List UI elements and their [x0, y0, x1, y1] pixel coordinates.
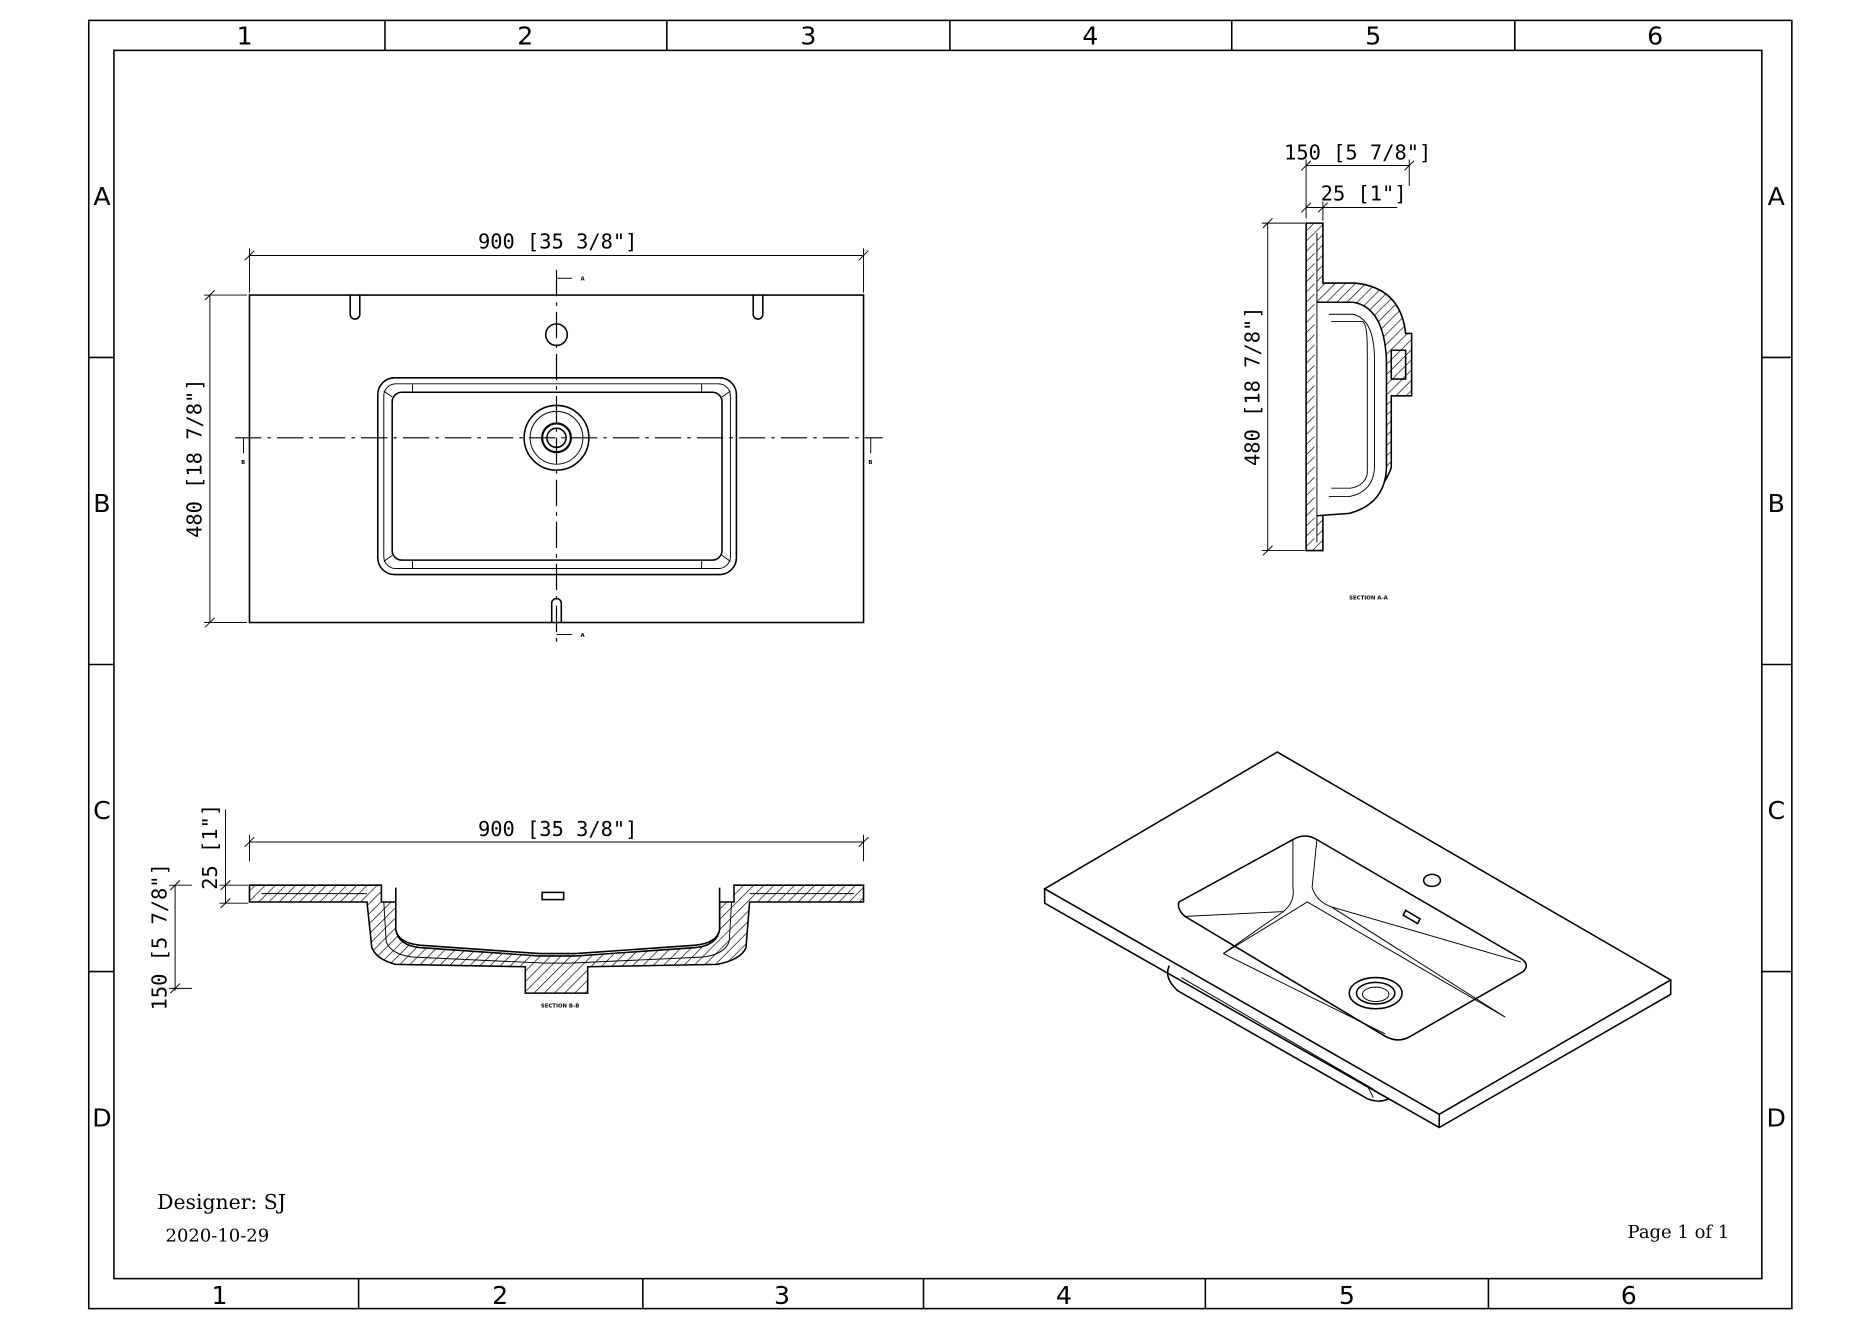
top-view-depth-label: 480 [18 7/8"]: [182, 378, 206, 537]
iso-drain: [1348, 976, 1403, 1010]
zone-col-1-top: 1: [237, 21, 253, 50]
section-bb-overall-height-dimension: 150 [5 7/8"]: [148, 863, 192, 1010]
top-view-depth-dimension: 480 [18 7/8"]: [182, 289, 248, 628]
section-a-marker-bottom: A: [556, 633, 585, 639]
basin-floor: [391, 391, 723, 561]
isometric-view: [1043, 751, 1673, 1129]
zone-row-b-left: B: [93, 489, 110, 518]
section-bb-width-dimension: 900 [35 3/8"]: [244, 817, 869, 862]
section-b-left-label: B: [241, 460, 245, 466]
zone-col-4-top: 4: [1082, 21, 1098, 50]
mounting-slot-right: [752, 295, 764, 320]
zone-labels-right: A B C D: [1767, 182, 1786, 1132]
section-bb-basin-cavity: [395, 887, 720, 954]
zone-col-5-top: 5: [1365, 21, 1381, 50]
zone-row-c-left: C: [93, 796, 111, 825]
section-aa-deck-thickness-label: 25 [1"]: [1321, 181, 1407, 205]
section-bb-width-label: 900 [35 3/8"]: [478, 817, 637, 841]
top-view-width-label: 900 [35 3/8"]: [478, 229, 637, 253]
zone-col-5-bottom: 5: [1339, 1281, 1355, 1310]
zone-row-b-right: B: [1768, 489, 1785, 518]
top-view-width-dimension: 900 [35 3/8"]: [244, 229, 869, 293]
zone-row-a-left: A: [93, 182, 111, 211]
section-aa-label: SECTION A-A: [1349, 596, 1388, 602]
iso-faucet-hole: [1422, 873, 1442, 888]
iso-basin-rim: [1177, 835, 1528, 1041]
section-aa-overall-height-label: 150 [5 7/8"]: [1284, 141, 1431, 165]
section-bb-deck-thickness-dimension: 25 [1"]: [198, 804, 249, 909]
section-a-a-view: 150 [5 7/8"] 25 [1"] 480 [18 7/8"] S: [1240, 141, 1431, 602]
section-bb-label: SECTION B-B: [541, 1004, 580, 1010]
section-aa-cavity: [1314, 232, 1387, 543]
section-b-b-view: 900 [35 3/8"] 25 [1"] 150 [5 7/8"]: [148, 804, 869, 1010]
section-aa-deck-thickness-dimension: 25 [1"]: [1300, 181, 1407, 221]
iso-deck-edge: [1043, 888, 1672, 1129]
drawing-frame: [87, 19, 1793, 1310]
section-aa-drain-stub: [1390, 349, 1407, 380]
zone-col-6-bottom: 6: [1621, 1281, 1637, 1310]
iso-basin-inner-walls: [1223, 901, 1506, 1018]
section-aa-overall-height-dimension: 150 [5 7/8"]: [1284, 141, 1431, 219]
zone-col-1-bottom: 1: [211, 1281, 227, 1310]
date-label: 2020-10-29: [166, 1225, 270, 1246]
designer-label: Designer: SJ: [157, 1190, 286, 1214]
page-number: Page 1 of 1: [1628, 1222, 1730, 1243]
section-bb-profile: [248, 884, 865, 994]
zone-labels-top: 1 2 3 4 5 6: [237, 21, 1663, 50]
zone-labels-left: A B C D: [92, 182, 111, 1132]
section-bb-overall-height-label: 150 [5 7/8"]: [148, 863, 172, 1010]
top-view: 900 [35 3/8"] 480 [18 7/8"]: [182, 229, 883, 648]
zone-col-2-bottom: 2: [492, 1281, 508, 1310]
zone-col-6-top: 6: [1647, 21, 1663, 50]
section-b-marker-left: B: [241, 437, 245, 466]
iso-basin-underside: [1166, 965, 1390, 1102]
mounting-slot-left: [349, 295, 361, 320]
zone-row-d-left: D: [92, 1103, 111, 1132]
zone-col-4-bottom: 4: [1056, 1281, 1072, 1310]
iso-deck-top: [1043, 751, 1673, 1116]
section-b-right-label: B: [868, 460, 872, 466]
section-aa-depth-label: 480 [18 7/8"]: [1240, 306, 1264, 465]
zone-col-3-top: 3: [800, 21, 816, 50]
section-aa-depth-dimension: 480 [18 7/8"]: [1240, 217, 1305, 556]
zone-row-a-right: A: [1768, 182, 1786, 211]
zone-row-c-right: C: [1767, 796, 1785, 825]
section-bb-overflow-slot: [541, 891, 565, 901]
section-a-bottom-label: A: [580, 633, 585, 639]
section-bb-deck-thickness-label: 25 [1"]: [198, 804, 222, 890]
section-a-marker-top: A: [556, 277, 585, 283]
title-block: Designer: SJ 2020-10-29 Page 1 of 1: [157, 1190, 1729, 1246]
section-a-top-label: A: [580, 277, 585, 283]
zone-row-d-right: D: [1767, 1103, 1786, 1132]
iso-overflow-slot: [1402, 909, 1422, 925]
zone-labels-bottom: 1 2 3 4 5 6: [211, 1281, 1636, 1310]
section-b-marker-right: B: [868, 437, 872, 466]
zone-col-3-bottom: 3: [774, 1281, 790, 1310]
zone-col-2-top: 2: [517, 21, 533, 50]
